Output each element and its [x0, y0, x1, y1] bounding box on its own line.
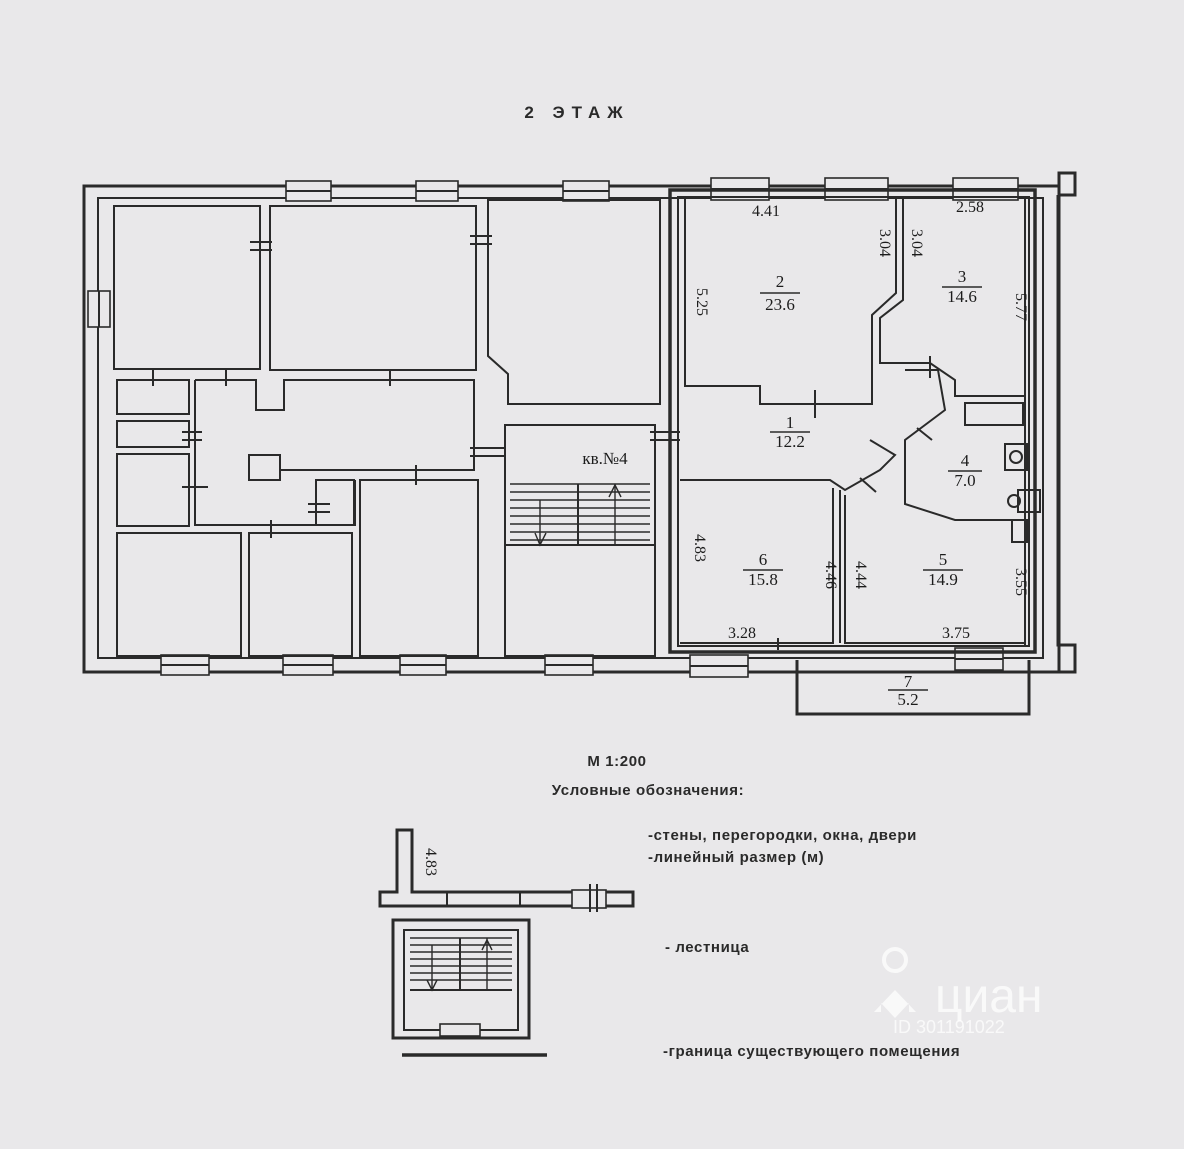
dim-355: 3.55	[1012, 568, 1029, 596]
room-7-number: 7	[904, 672, 913, 691]
dim-444: 4.44	[852, 561, 869, 589]
dim-441: 4.41	[752, 203, 780, 220]
room-7-area: 5.2	[897, 690, 918, 709]
dim-304-b: 3.04	[908, 229, 925, 257]
left-wing-partitions	[113, 199, 661, 657]
dim-446: 4.46	[822, 561, 839, 589]
watermark-brand: циан	[935, 970, 1043, 1023]
room-3-number: 3	[958, 267, 967, 286]
legend-heading: Условные обозначения:	[552, 782, 744, 799]
stairwell: кв.№4	[504, 424, 656, 657]
watermark-id: ID 301191022	[893, 1017, 1005, 1037]
scale-label: М 1:200	[587, 753, 646, 770]
door-marks	[152, 235, 680, 538]
dim-328: 3.28	[728, 625, 756, 642]
dim-258: 2.58	[956, 199, 984, 216]
floor-title: 2 ЭТАЖ	[524, 103, 629, 122]
room-6-area: 15.8	[748, 570, 778, 589]
room-labels: 2 23.6 3 14.6 1 12.2 4 7.0 5 14.9 6 15.8…	[743, 267, 982, 709]
room-5-area: 14.9	[928, 570, 958, 589]
room-6-number: 6	[759, 550, 768, 569]
dimension-labels: 4.41 2.58 3.04 3.04 5.25 5.77 4.83 4.46 …	[691, 199, 1029, 642]
legend-boundary-text: -граница существующего помещения	[663, 1043, 960, 1060]
balcony	[795, 660, 1031, 716]
watermark: циан ID 301191022	[874, 947, 1043, 1037]
room-2-area: 23.6	[765, 295, 795, 314]
legend-stairs-sample	[391, 918, 531, 1040]
legend-dimension-sample: 4.83	[422, 848, 439, 876]
room-4-number: 4	[961, 451, 970, 470]
legend-stairs-text: - лестница	[665, 939, 749, 956]
room-1-area: 12.2	[775, 432, 805, 451]
room-5-number: 5	[939, 550, 948, 569]
legend-linear-text: -линейный размер (м)	[648, 849, 824, 866]
windows	[87, 177, 1019, 678]
room-3-area: 14.6	[947, 287, 977, 306]
dim-304-a: 3.04	[876, 229, 893, 257]
outer-walls	[82, 171, 1077, 674]
dim-375: 3.75	[942, 625, 970, 642]
room-1-number: 1	[786, 413, 795, 432]
cian-logo-icon	[874, 947, 916, 1018]
dim-577: 5.77	[1012, 293, 1029, 321]
apartment-label: кв.№4	[582, 449, 628, 468]
room-2-number: 2	[776, 272, 785, 291]
legend-walls-sample: 4.83	[378, 828, 635, 912]
dim-483: 4.83	[691, 534, 708, 562]
dim-525: 5.25	[693, 288, 710, 316]
apartment-door-marks	[777, 356, 933, 650]
room-4-area: 7.0	[954, 471, 975, 490]
legend-walls-text: -стены, перегородки, окна, двери	[648, 827, 917, 844]
apartment-boundary	[668, 188, 1037, 654]
